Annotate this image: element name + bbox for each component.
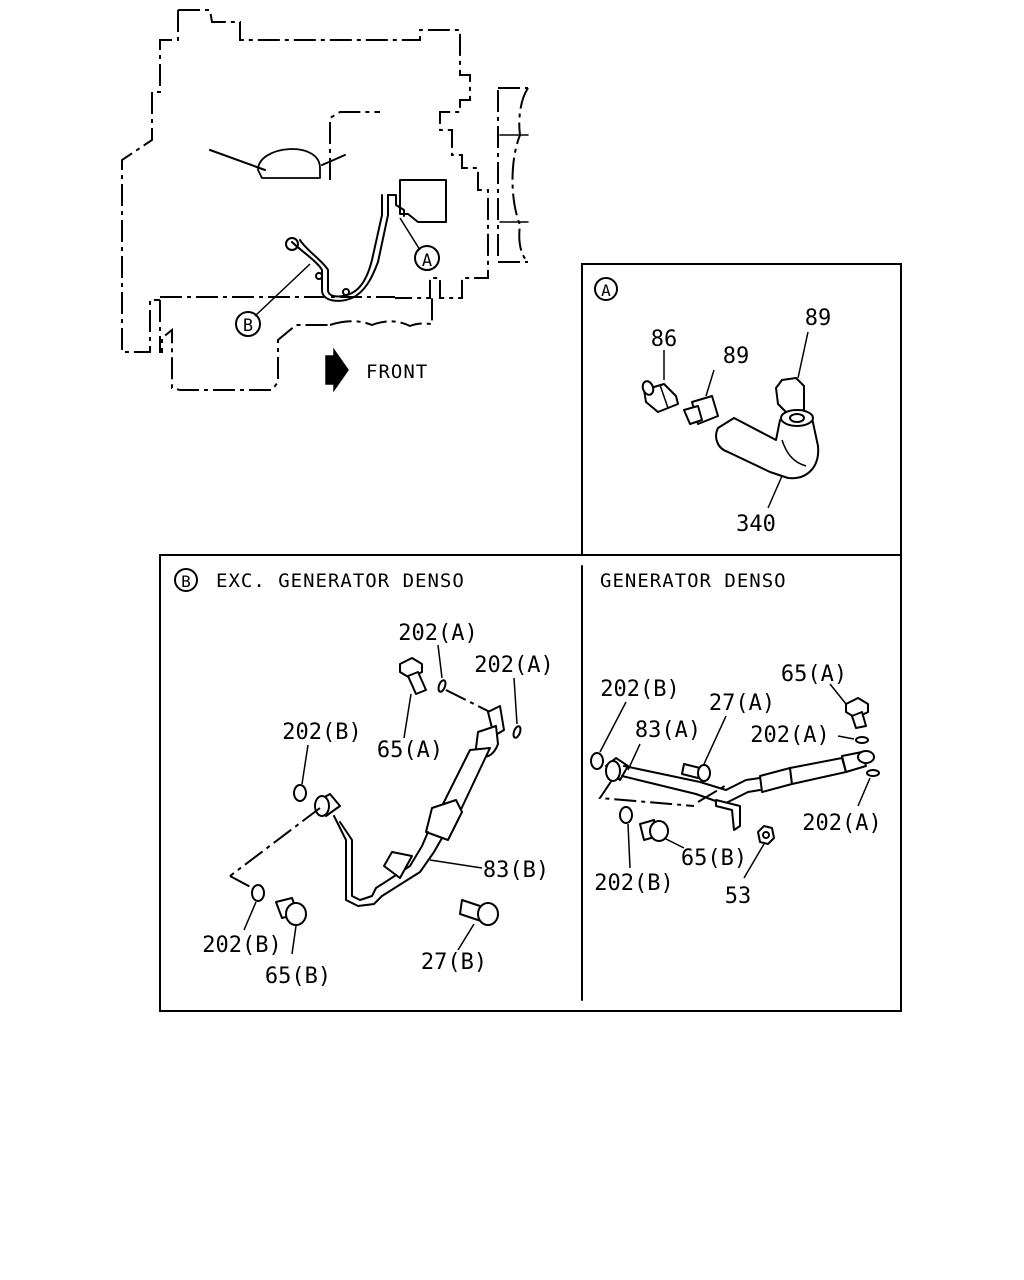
bolt-65a-left: [399, 657, 427, 739]
washer-202b-top-right: [590, 752, 604, 770]
part-89-right-clip: [775, 331, 809, 413]
label-27a-right: 27(A): [709, 691, 775, 716]
bolt-65b-left: [275, 897, 307, 955]
label-202a-bottom-right: 202(A): [802, 811, 881, 836]
label-86: 86: [651, 327, 678, 352]
label-65b-left: 65(B): [265, 964, 331, 989]
label-89-left: 89: [723, 344, 750, 369]
part-340-hose: [715, 409, 820, 509]
label-83a: 83(A): [635, 718, 701, 743]
engine-outline: [178, 9, 489, 299]
label-53: 53: [725, 884, 752, 909]
washer-202b-bottom-left: [251, 884, 265, 902]
svg-text:B: B: [181, 572, 191, 591]
label-202a-top-left: 202(A): [398, 621, 477, 646]
bolt-65b-right: [639, 819, 685, 849]
pipe-83b: [314, 705, 505, 907]
label-202b-bottom-left: 202(B): [202, 933, 281, 958]
callout-a-text: A: [422, 251, 432, 271]
right-assembly: 202(B) 65(A) 27(A) 83(A) 202(A) 202(A) 6…: [590, 662, 882, 909]
detail-b-panel: B EXC. GENERATOR DENSO GENERATOR DENSO: [159, 554, 902, 1012]
bolt-27a-right: [681, 715, 727, 782]
washer-202a-mid-right: [855, 736, 869, 744]
washer-202a-bottom-right: [866, 769, 880, 777]
generator-body: [399, 179, 447, 223]
label-27b-left: 27(B): [421, 950, 487, 975]
label-83b: 83(B): [483, 858, 549, 883]
label-65a-right: 65(A): [781, 662, 847, 687]
nut-53: [743, 825, 775, 879]
part-86-union: [641, 350, 679, 413]
label-202a-mid-right: 202(A): [750, 723, 829, 748]
left-assembly: 202(A) 202(A) 65(A) 202(B) 83(B) 202(B) …: [202, 621, 553, 989]
label-89-right: 89: [805, 306, 832, 331]
callout-b-text: B: [243, 316, 253, 336]
label-202b-bottom-right: 202(B): [594, 871, 673, 896]
label-202b-top-left: 202(B): [282, 720, 361, 745]
detail-a-callout: [594, 277, 618, 301]
label-202b-top-right: 202(B): [600, 677, 679, 702]
callout-b-circle: [235, 311, 261, 337]
label-202a-right-left: 202(A): [474, 653, 553, 678]
washer-202b-top-left: [293, 784, 307, 802]
label-65a-left: 65(A): [377, 738, 443, 763]
washer-202a-right-left: [512, 725, 522, 739]
detail-a-panel: A 86 89 89 340: [581, 263, 902, 556]
washer-202b-bottom-right: [619, 806, 633, 824]
generator-denso-title: GENERATOR DENSO: [600, 570, 787, 592]
exc-generator-denso-title: EXC. GENERATOR DENSO: [216, 570, 465, 592]
bolt-27b-left: [457, 899, 499, 951]
engine-oil-pipe: [291, 194, 389, 302]
bolt-65a-right: [829, 683, 869, 729]
pipe-83a: [605, 743, 875, 831]
label-65b-right: 65(B): [681, 846, 747, 871]
front-label: FRONT: [366, 361, 428, 383]
callout-a-circle: [414, 245, 440, 271]
detail-b-callout: [174, 568, 198, 592]
part-89-left-clip: [683, 369, 719, 425]
engine-overview: A B FRONT: [121, 9, 529, 393]
detail-b-frame: [159, 554, 902, 1012]
front-arrow-icon: [325, 347, 349, 393]
svg-text:A: A: [601, 281, 611, 300]
washer-202a-top-left: [437, 679, 447, 693]
label-340: 340: [736, 512, 776, 537]
